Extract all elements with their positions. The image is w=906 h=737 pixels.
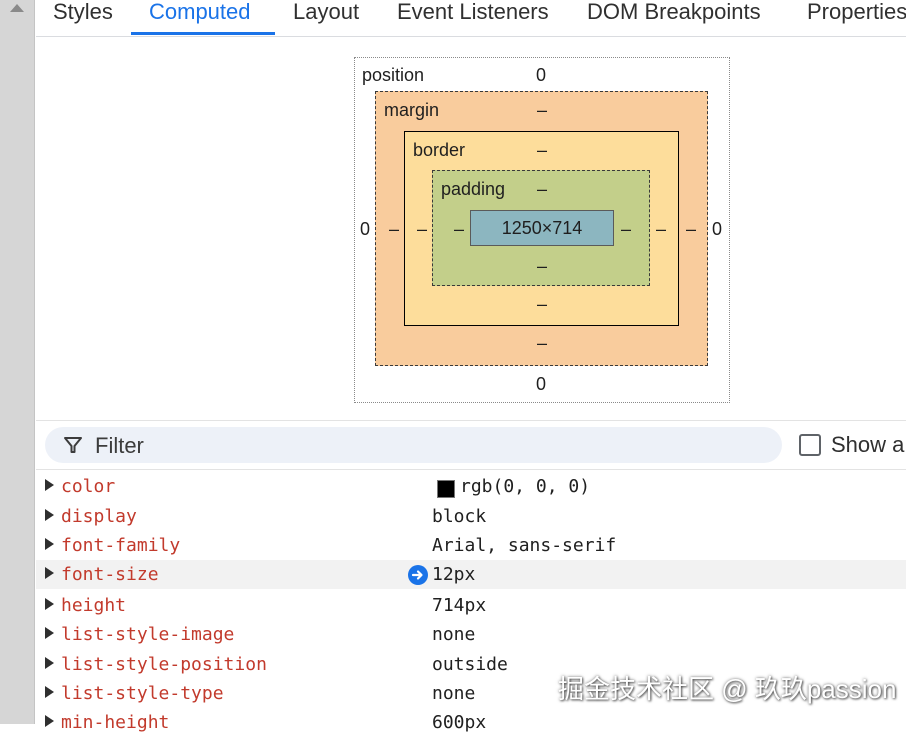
filter-placeholder[interactable]: Filter <box>95 433 144 458</box>
expand-arrow-icon[interactable] <box>45 627 54 639</box>
property-row-color[interactable]: color rgb(0, 0, 0) <box>36 472 906 501</box>
arrow-right-icon <box>411 570 423 580</box>
border-top-value[interactable]: – <box>537 140 548 160</box>
expand-arrow-icon[interactable] <box>45 686 54 698</box>
tab-event-listeners[interactable]: Event Listeners <box>397 0 549 24</box>
padding-top-value[interactable]: – <box>537 179 548 199</box>
padding-label: padding <box>441 179 506 199</box>
tab-styles[interactable]: Styles <box>53 0 113 24</box>
margin-left-value[interactable]: – <box>389 219 400 239</box>
expand-arrow-icon[interactable] <box>45 567 54 579</box>
content-box[interactable] <box>470 210 614 246</box>
property-name: list-style-position <box>61 654 267 675</box>
tab-layout[interactable]: Layout <box>293 0 360 24</box>
border-bottom-value[interactable]: – <box>537 294 548 314</box>
filter-icon <box>64 437 82 453</box>
border-right-value[interactable]: – <box>656 219 667 239</box>
property-name: font-size <box>61 564 159 585</box>
padding-right-value[interactable]: – <box>621 219 632 239</box>
property-value: block <box>432 506 487 527</box>
separator <box>36 420 906 421</box>
padding-bottom-value[interactable]: – <box>537 256 548 276</box>
property-name: list-style-type <box>61 683 224 704</box>
margin-bottom-value[interactable]: – <box>537 333 548 353</box>
position-bottom-value[interactable]: 0 <box>536 374 547 394</box>
color-swatch[interactable] <box>437 480 455 498</box>
property-row-list-style-image[interactable]: list-style-image none <box>36 620 906 649</box>
expand-arrow-icon[interactable] <box>45 538 54 550</box>
border-label: border <box>413 140 466 160</box>
show-all-checkbox[interactable] <box>799 434 821 456</box>
devtools-tab-strip: Styles Computed Layout Event Listeners D… <box>36 0 906 37</box>
property-value: 12px <box>432 564 476 585</box>
active-tab-indicator <box>131 32 275 35</box>
border-left-value[interactable]: – <box>417 219 428 239</box>
margin-right-value[interactable]: – <box>686 219 697 239</box>
watermark: 掘金技术社区 @ 玖玖passion <box>558 674 897 704</box>
tab-computed[interactable]: Computed <box>149 0 251 24</box>
margin-label: margin <box>384 100 440 120</box>
property-name: min-height <box>61 712 170 733</box>
property-name: list-style-image <box>61 624 235 645</box>
go-to-declaration-icon[interactable] <box>408 565 428 585</box>
tab-dom-breakpoints[interactable]: DOM Breakpoints <box>587 0 761 24</box>
content-size[interactable]: 1250×714 <box>501 218 583 238</box>
property-row-list-style-position[interactable]: list-style-position outside <box>36 650 906 679</box>
property-name: display <box>61 506 137 527</box>
position-top-value[interactable]: 0 <box>536 65 547 85</box>
expand-arrow-icon[interactable] <box>45 715 54 727</box>
property-name: color <box>61 476 116 497</box>
property-row-height[interactable]: height 714px <box>36 591 906 620</box>
expand-arrow-icon[interactable] <box>45 657 54 669</box>
filter-input[interactable] <box>45 427 782 463</box>
property-value: none <box>432 624 476 645</box>
separator <box>36 469 906 470</box>
position-label: position <box>362 65 425 85</box>
property-value: 714px <box>432 595 487 616</box>
property-row-list-style-type[interactable]: list-style-type none <box>36 679 906 708</box>
scroll-up-icon[interactable] <box>10 4 24 12</box>
property-value: none <box>432 683 476 704</box>
property-name: font-family <box>61 535 181 556</box>
position-left-value[interactable]: 0 <box>360 219 371 239</box>
show-all-label[interactable]: Show a <box>831 432 905 457</box>
expand-arrow-icon[interactable] <box>45 479 54 491</box>
property-value: 600px <box>432 712 487 733</box>
tab-properties[interactable]: Properties <box>807 0 906 24</box>
property-value: rgb(0, 0, 0) <box>460 476 591 497</box>
vertical-scrollbar[interactable] <box>0 0 35 724</box>
property-row-min-height[interactable]: min-height 600px <box>36 708 906 737</box>
property-name: height <box>61 595 127 616</box>
property-value: outside <box>432 654 508 675</box>
expand-arrow-icon[interactable] <box>45 598 54 610</box>
property-value: Arial, sans-serif <box>432 535 617 556</box>
position-right-value[interactable]: 0 <box>712 219 723 239</box>
margin-top-value[interactable]: – <box>537 100 548 120</box>
padding-left-value[interactable]: – <box>454 219 465 239</box>
property-row-font-size[interactable]: font-size 12px <box>36 560 906 589</box>
expand-arrow-icon[interactable] <box>45 509 54 521</box>
property-row-font-family[interactable]: font-family Arial, sans-serif <box>36 531 906 560</box>
property-row-display[interactable]: display block <box>36 502 906 531</box>
